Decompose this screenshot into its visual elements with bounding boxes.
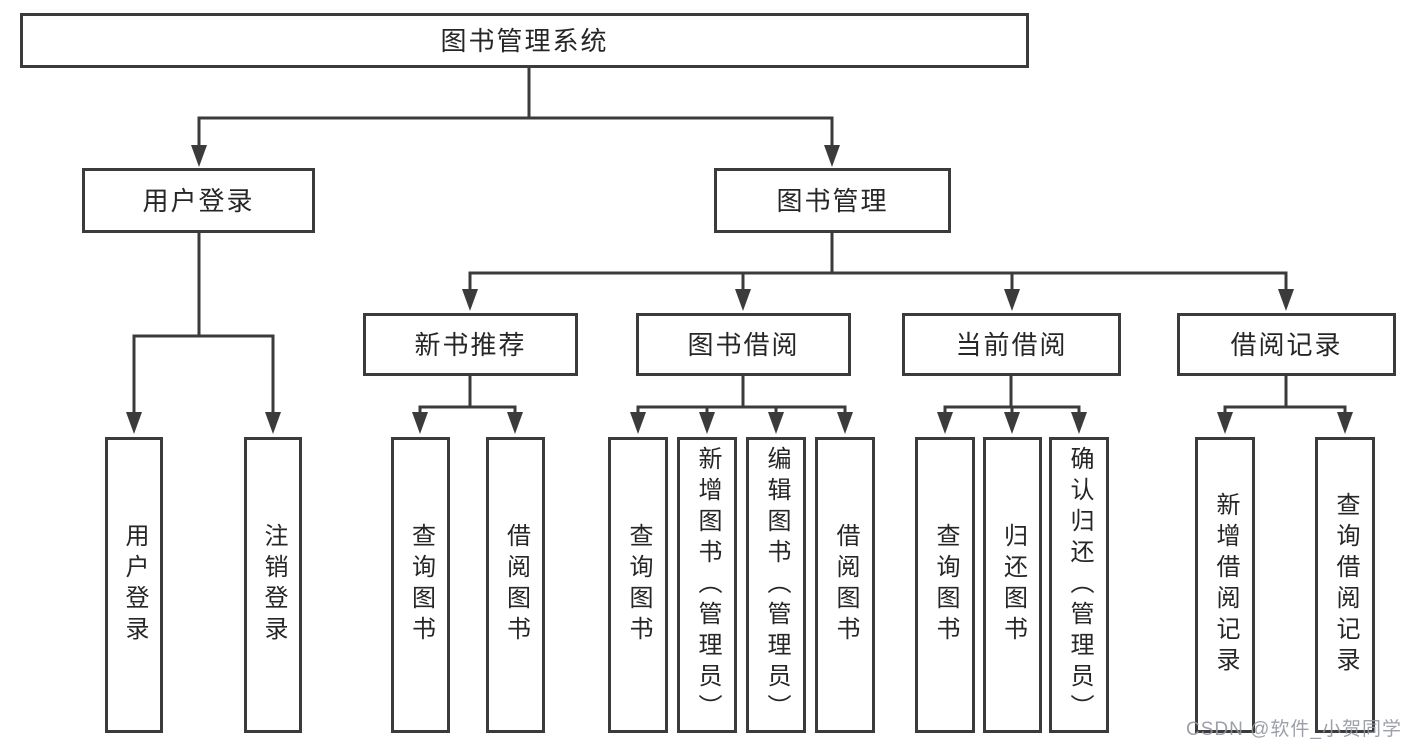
- edge-recommend-to-children: [418, 374, 517, 415]
- edge-login-to-children: [132, 230, 275, 415]
- leaf-borrow-books-label: 借阅图书: [832, 523, 859, 647]
- leaf-borrow-query-books-label: 查询图书: [625, 523, 652, 647]
- leaf-return-books: 归还图书: [983, 437, 1042, 733]
- arrowhead-icon: [1217, 412, 1233, 434]
- leaf-add-books-admin: 新增图书（管理员）: [677, 437, 737, 733]
- edge-mgmt-to-level3: [468, 231, 1288, 292]
- leaf-add-borrow-record-label: 新增借阅记录: [1212, 492, 1239, 678]
- leaf-edit-books-admin: 编辑图书（管理员）: [746, 437, 806, 733]
- arrowhead-icon: [1278, 289, 1294, 311]
- arrowhead-icon: [699, 412, 715, 434]
- leaf-recommend-query-books: 查询图书: [391, 437, 450, 733]
- arrowhead-icon: [630, 412, 646, 434]
- node-new-book-recommend-label: 新书推荐: [414, 329, 527, 360]
- arrowhead-icon: [412, 412, 428, 434]
- leaf-confirm-return-admin: 确认归还（管理员）: [1049, 437, 1109, 733]
- edge-current-to-children: [943, 374, 1081, 415]
- node-root: 图书管理系统: [20, 13, 1029, 68]
- leaf-borrow-query-books: 查询图书: [608, 437, 668, 733]
- node-new-book-recommend: 新书推荐: [363, 313, 578, 376]
- leaf-add-books-admin-label: 新增图书（管理员）: [694, 445, 721, 725]
- leaf-query-borrow-record: 查询借阅记录: [1315, 437, 1375, 733]
- arrowhead-icon: [1071, 412, 1087, 434]
- arrowhead-icon: [507, 412, 523, 434]
- leaf-current-query-books-label: 查询图书: [932, 523, 959, 647]
- node-book-borrow: 图书借阅: [636, 313, 851, 376]
- leaf-confirm-return-admin-label: 确认归还（管理员）: [1066, 445, 1093, 725]
- node-root-label: 图书管理系统: [440, 25, 609, 56]
- node-book-management-label: 图书管理: [776, 185, 889, 216]
- arrowhead-icon: [126, 412, 142, 434]
- leaf-logout-login: 注销登录: [244, 437, 302, 733]
- edge-root-to-level2: [197, 66, 834, 148]
- arrowhead-icon: [768, 412, 784, 434]
- arrowhead-icon: [462, 289, 478, 311]
- arrowhead-icon: [937, 412, 953, 434]
- leaf-recommend-borrow-books: 借阅图书: [486, 437, 545, 733]
- leaf-user-login: 用户登录: [105, 437, 163, 733]
- node-book-management: 图书管理: [714, 168, 951, 233]
- node-user-login-label: 用户登录: [142, 185, 255, 216]
- arrowhead-icon: [735, 289, 751, 311]
- arrowhead-icon: [837, 412, 853, 434]
- leaf-user-login-label: 用户登录: [121, 523, 148, 647]
- arrowhead-icon: [1004, 412, 1020, 434]
- node-current-borrow: 当前借阅: [902, 313, 1121, 376]
- edge-borrow-to-children: [636, 374, 847, 415]
- arrowhead-icon: [191, 145, 207, 167]
- node-borrow-record-label: 借阅记录: [1230, 329, 1343, 360]
- csdn-watermark: CSDN @软件_小贺同学: [1186, 719, 1402, 740]
- arrowhead-icon: [1337, 412, 1353, 434]
- leaf-borrow-books: 借阅图书: [815, 437, 875, 733]
- node-book-borrow-label: 图书借阅: [687, 329, 800, 360]
- leaf-logout-login-label: 注销登录: [260, 523, 287, 647]
- edge-record-to-children: [1223, 374, 1347, 415]
- leaf-current-query-books: 查询图书: [915, 437, 975, 733]
- leaf-query-borrow-record-label: 查询借阅记录: [1332, 492, 1359, 678]
- leaf-return-books-label: 归还图书: [999, 523, 1027, 647]
- arrowhead-icon: [1004, 289, 1020, 311]
- node-borrow-record: 借阅记录: [1177, 313, 1396, 376]
- arrowhead-icon: [265, 412, 281, 434]
- node-current-borrow-label: 当前借阅: [955, 329, 1068, 360]
- node-user-login: 用户登录: [82, 168, 315, 233]
- leaf-add-borrow-record: 新增借阅记录: [1195, 437, 1255, 733]
- arrowheads: [126, 145, 1353, 434]
- leaf-recommend-query-books-label: 查询图书: [407, 523, 435, 647]
- leaf-edit-books-admin-label: 编辑图书（管理员）: [763, 445, 790, 725]
- tree-edges: [132, 66, 1347, 415]
- leaf-recommend-borrow-books-label: 借阅图书: [502, 523, 530, 647]
- arrowhead-icon: [824, 145, 840, 167]
